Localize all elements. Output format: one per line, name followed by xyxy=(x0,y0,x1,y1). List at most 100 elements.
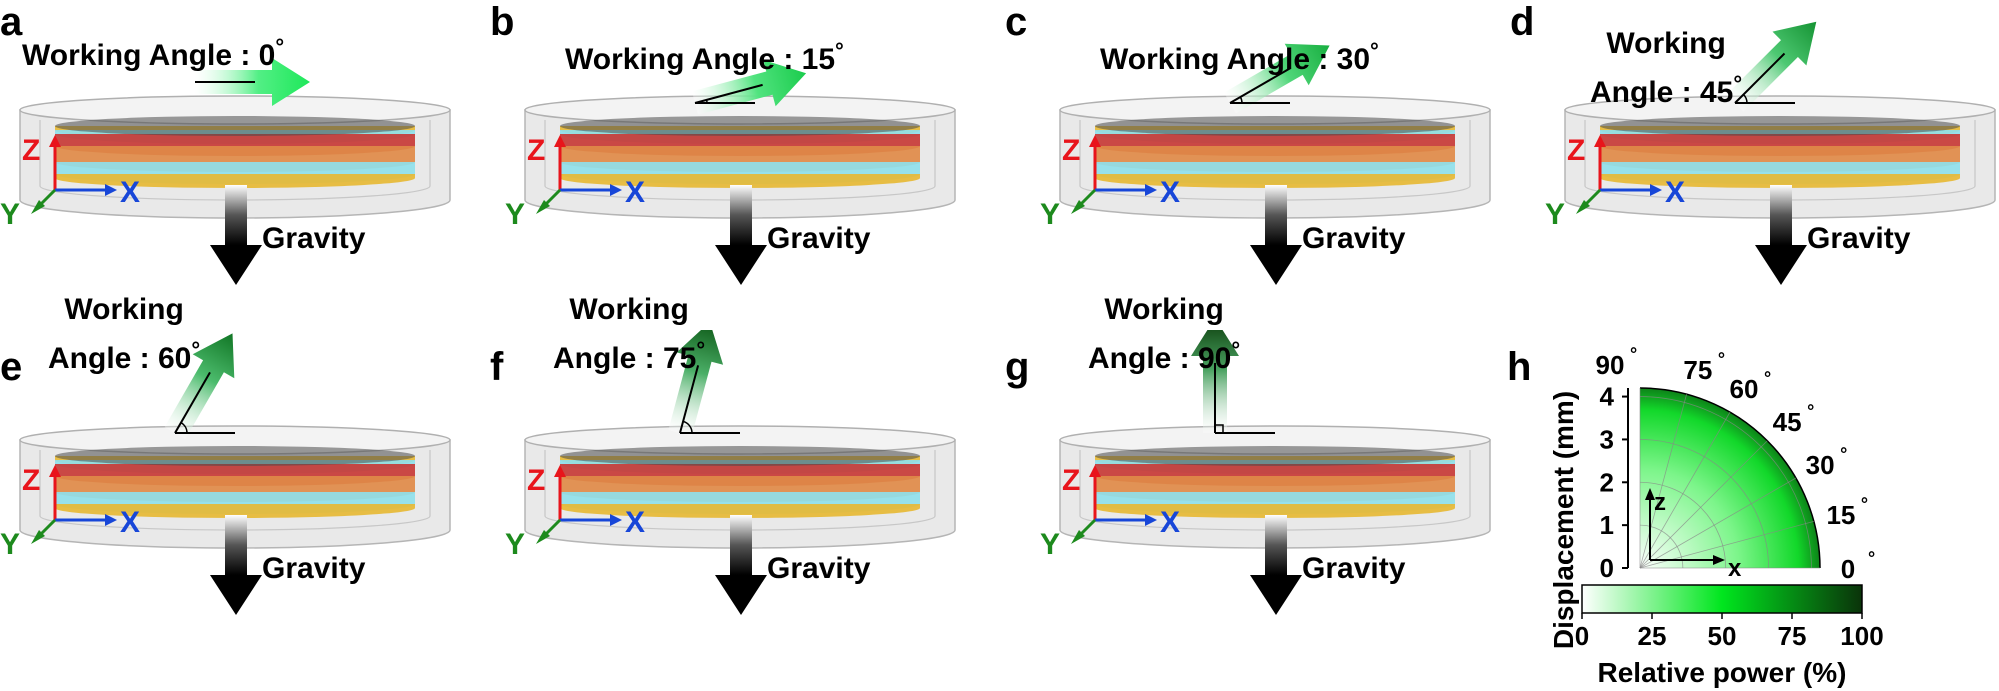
degree-symbol: ° xyxy=(835,38,844,63)
y-tick-label: 1 xyxy=(1600,510,1614,540)
working-angle-arrow xyxy=(164,333,235,439)
x-axis-label: X xyxy=(120,506,141,539)
z-axis-label: Z xyxy=(1062,134,1081,167)
degree-symbol: ° xyxy=(696,337,706,362)
gravity-arrow xyxy=(1250,515,1302,615)
degree-symbol: ° xyxy=(1861,494,1868,514)
degree-symbol: ° xyxy=(191,337,201,362)
gravity-shaft xyxy=(1770,185,1792,245)
y-axis-head xyxy=(536,530,550,544)
gravity-arrow xyxy=(1755,185,1807,285)
angle-label: 60 xyxy=(1730,374,1759,404)
gravity-head xyxy=(715,575,767,615)
working-angle-line2: Angle : 45° xyxy=(1590,64,1742,113)
working-angle-line1: Working xyxy=(64,293,184,326)
working-angle-arrow xyxy=(1191,330,1275,434)
bottom-gold-layer xyxy=(560,504,920,518)
working-angle-label: Working Angle : 15° xyxy=(565,38,844,77)
device xyxy=(19,425,451,549)
bottom-gold-layer xyxy=(560,174,920,188)
x-arrow-head xyxy=(1713,555,1725,565)
angle-arc xyxy=(1742,93,1748,104)
gravity-arrow xyxy=(210,185,262,285)
gravity-label: Gravity xyxy=(1302,552,1406,585)
working-angle-arrow xyxy=(668,330,740,437)
panel-label: c xyxy=(1005,0,1028,44)
angle-reference xyxy=(1229,67,1292,104)
panel-label: f xyxy=(490,345,504,389)
y-axis-label: Y xyxy=(505,198,526,231)
colorbar-tick-label: 0 xyxy=(1575,621,1589,651)
z-axis-head xyxy=(554,135,566,147)
working-angle-line1: Working xyxy=(1104,293,1224,326)
y-tick-label: 0 xyxy=(1600,553,1614,583)
working-angle-text: Working Angle : 15 xyxy=(565,43,836,76)
right-angle-mark xyxy=(1215,424,1224,433)
working-angle-arrow xyxy=(1224,43,1330,114)
gravity-arrow xyxy=(1250,185,1302,285)
working-angle-line2: Angle : 90° xyxy=(1088,330,1240,379)
angle-label: 30 xyxy=(1806,450,1835,480)
colorbar-tick-label: 25 xyxy=(1638,621,1667,651)
z-axis-head xyxy=(1089,465,1101,477)
gravity-head xyxy=(1250,575,1302,615)
working-angle-line1: Working xyxy=(1606,27,1726,60)
disc-top xyxy=(1600,116,1960,136)
x-axis-head xyxy=(105,514,117,526)
bottom-gold-layer xyxy=(1095,174,1455,188)
working-angle-text: Working Angle : 0 xyxy=(22,39,276,72)
y-axis-label: Y xyxy=(0,528,21,561)
device-drawing xyxy=(1059,43,1491,285)
angle-label: 90 xyxy=(1596,350,1625,380)
disc-top xyxy=(55,446,415,466)
x-axis-head xyxy=(105,184,117,196)
z-label: z xyxy=(1654,489,1666,516)
x-axis-label: X xyxy=(625,176,646,209)
bottom-gold-layer xyxy=(1095,504,1455,518)
angle-label: 0 xyxy=(1841,554,1855,584)
gravity-label: Gravity xyxy=(1302,222,1406,255)
z-axis-label: Z xyxy=(1062,464,1081,497)
gravity-label: Gravity xyxy=(262,552,366,585)
working-angle-line2: Angle : 75° xyxy=(553,330,705,379)
z-axis-head xyxy=(1594,135,1606,147)
y-axis-head xyxy=(31,200,45,214)
degree-symbol: ° xyxy=(1733,71,1743,96)
degree-symbol: ° xyxy=(1718,349,1725,369)
gravity-label: Gravity xyxy=(262,222,366,255)
polar-grid-ray xyxy=(1639,477,1797,569)
working-angle-text: Angle : 75 xyxy=(553,342,697,375)
colorbar xyxy=(1581,584,1863,614)
working-angle-arrow xyxy=(195,58,310,106)
device-drawing xyxy=(1564,21,1996,285)
x-axis-label: X xyxy=(120,176,141,209)
z-axis-label: Z xyxy=(527,134,546,167)
degree-symbol: ° xyxy=(1370,38,1379,63)
device xyxy=(1564,95,1996,219)
gravity-label: Gravity xyxy=(767,552,871,585)
degree-symbol: ° xyxy=(1840,444,1847,464)
polar-grid-ray xyxy=(1639,394,1687,569)
gravity-shaft xyxy=(730,515,752,575)
working-angle-label: Working Angle : 30° xyxy=(1100,38,1379,77)
z-axis-head xyxy=(1089,135,1101,147)
angle-label: 75 xyxy=(1683,355,1712,385)
gravity-arrow xyxy=(715,515,767,615)
working-angle-text: Angle : 45 xyxy=(1590,76,1734,109)
working-angle-text: Angle : 90 xyxy=(1088,342,1232,375)
working-arrow-body xyxy=(1224,43,1330,114)
angle-arc xyxy=(1239,96,1243,104)
angle-reference xyxy=(694,83,763,104)
z-axis-label: Z xyxy=(527,464,546,497)
panel-label: a xyxy=(0,0,23,44)
working-angle-text: Working Angle : 30 xyxy=(1100,43,1371,76)
gravity-arrow xyxy=(210,515,262,615)
angle-label: 45 xyxy=(1773,407,1802,437)
disc-top xyxy=(1095,446,1455,466)
device xyxy=(1059,95,1491,219)
